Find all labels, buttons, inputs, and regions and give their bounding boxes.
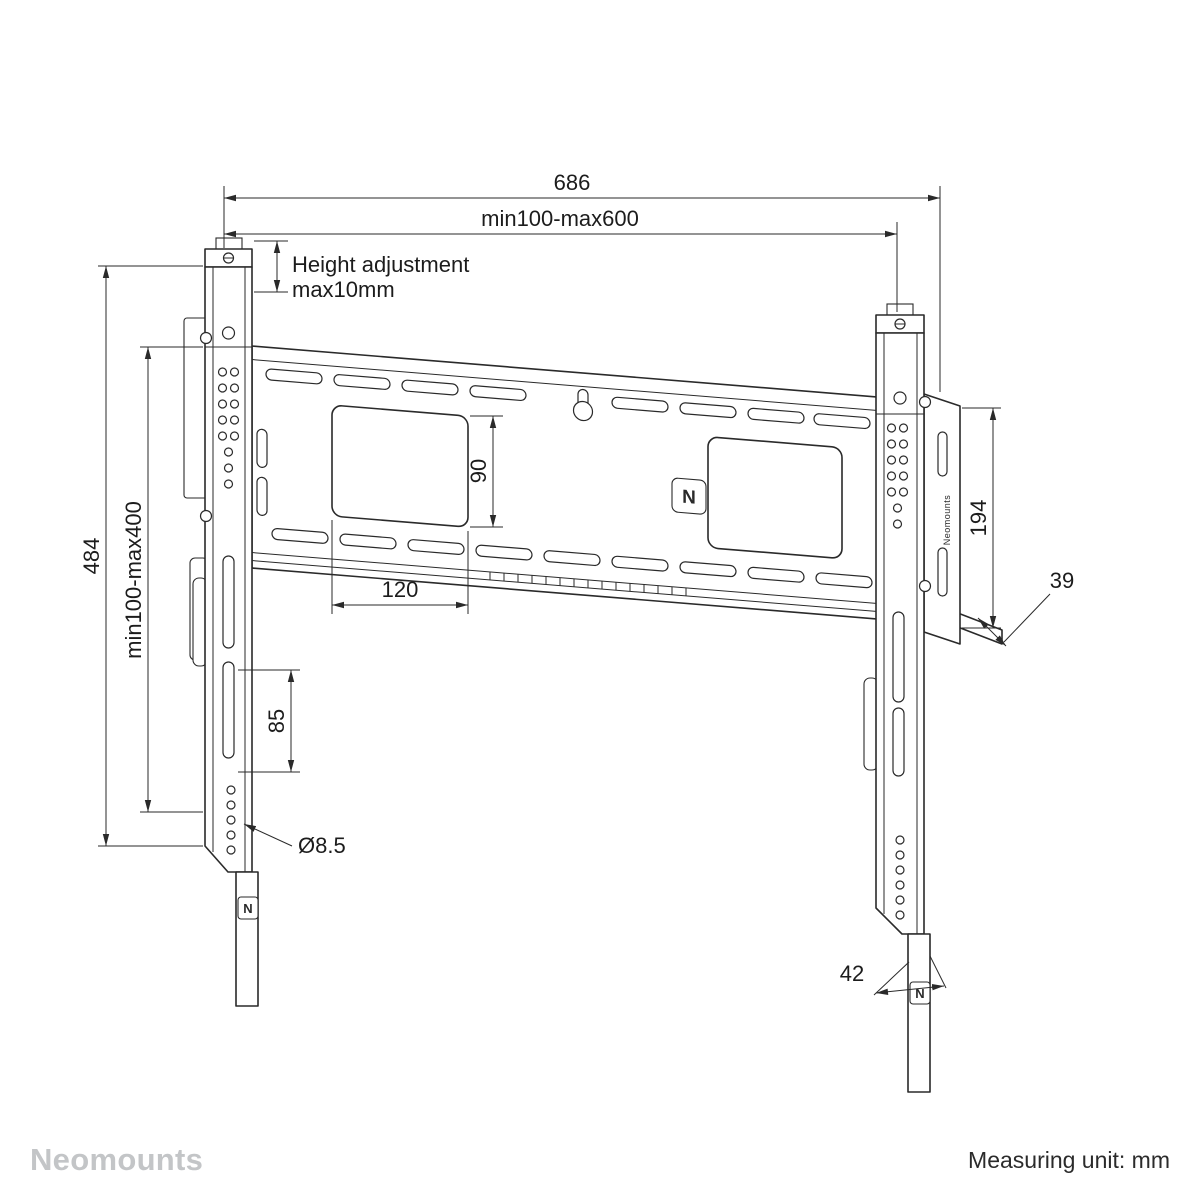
logo-glyph: N	[682, 487, 696, 509]
dim-plate-range-label: min100-max600	[481, 206, 639, 231]
plate-top-slots	[265, 368, 871, 430]
dim-cutout-width-label: 120	[382, 577, 419, 602]
dim-rail-range	[140, 346, 203, 813]
left-rail-strip: N	[235, 871, 259, 1007]
dim-cutout-width	[331, 520, 469, 614]
dim-overall-width-label: 686	[554, 170, 591, 195]
right-flange: Neomounts	[923, 393, 961, 645]
neomounts-logo-icon: N	[671, 477, 707, 515]
left-hook-plates	[183, 317, 209, 667]
wall-plate: N	[251, 345, 925, 624]
dim-strip-width	[873, 955, 947, 996]
dim-profile-depth	[977, 593, 1051, 647]
dim-slot-length-label: 85	[264, 709, 289, 733]
keyhole	[572, 388, 594, 422]
height-adjustment-label-1: Height adjustment	[292, 252, 469, 277]
left-cutout	[331, 405, 469, 528]
dim-cutout-height-label: 90	[466, 459, 491, 483]
neomounts-wordmark: Neomounts	[30, 1142, 204, 1177]
left-rail: N	[199, 237, 259, 1007]
dim-plate-range	[224, 222, 898, 312]
dim-slot-length	[238, 669, 300, 773]
dim-height-adjustment	[254, 240, 288, 293]
right-rail-bottom-holes	[895, 835, 905, 920]
dim-overall-height	[98, 265, 203, 847]
dim-side-bracket-height-label: 194	[966, 500, 991, 537]
right-rail: N	[875, 303, 932, 1093]
neomounts-logo-icon: N	[909, 981, 931, 1005]
flange-brand-text: Neomounts	[942, 495, 952, 546]
dim-cutout-height	[470, 415, 503, 528]
dim-rail-range-label: min100-max400	[121, 501, 146, 659]
right-rail-holes	[886, 423, 909, 529]
left-rail-bottom-holes	[226, 785, 236, 855]
dim-hole-diameter	[243, 823, 293, 847]
plate-bottom-slots	[271, 527, 873, 589]
fold-ticks	[489, 571, 687, 596]
left-rail-holes	[217, 367, 240, 489]
measuring-unit-note: Measuring unit: mm	[968, 1147, 1170, 1173]
right-rail-strip: N	[907, 933, 931, 1093]
neomounts-logo-icon: N	[237, 896, 259, 920]
dim-overall-width	[223, 186, 941, 392]
right-cutout	[707, 436, 843, 559]
dim-strip-width-label: 42	[840, 961, 864, 986]
logo-glyph: N	[243, 901, 252, 916]
dim-overall-height-label: 484	[79, 538, 104, 575]
dim-hole-diameter-label: Ø8.5	[298, 833, 346, 858]
dim-profile-depth-label: 39	[1050, 568, 1074, 593]
height-adjustment-label-2: max10mm	[292, 277, 395, 302]
